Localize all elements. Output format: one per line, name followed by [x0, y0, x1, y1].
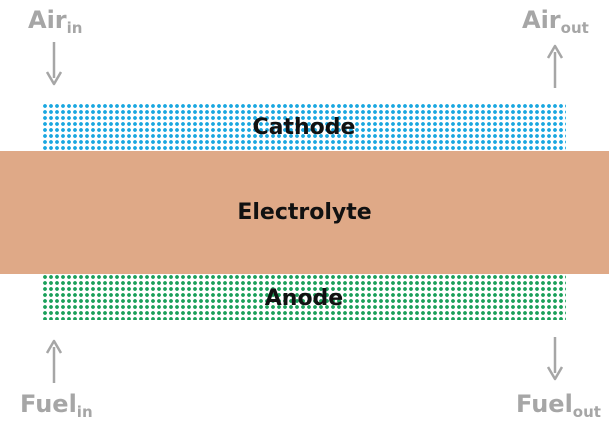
- air-out-label: Airout: [522, 6, 589, 36]
- electrolyte-label: Electrolyte: [237, 200, 372, 225]
- cathode-layer: Cathode: [42, 103, 566, 151]
- fuel-out-main-text: Fuel: [516, 390, 573, 418]
- fuel-in-arrow-up-icon: [44, 335, 64, 385]
- fuel-in-label: Fuelin: [20, 390, 93, 420]
- air-in-main-text: Air: [28, 6, 67, 34]
- fuel-in-subscript: in: [76, 403, 93, 421]
- cathode-label: Cathode: [252, 115, 356, 140]
- air-in-subscript: in: [66, 19, 83, 37]
- air-out-subscript: out: [560, 19, 589, 37]
- anode-label: Anode: [264, 286, 344, 311]
- air-in-label: Airin: [28, 6, 82, 36]
- anode-layer: Anode: [42, 274, 566, 320]
- fuel-out-label: Fuelout: [516, 390, 601, 420]
- fuel-in-main-text: Fuel: [20, 390, 77, 418]
- fuel-out-subscript: out: [572, 403, 601, 421]
- air-out-arrow-up-icon: [545, 40, 565, 90]
- air-out-main-text: Air: [522, 6, 561, 34]
- electrolyte-layer: Electrolyte: [0, 151, 609, 274]
- air-in-arrow-down-icon: [44, 40, 64, 90]
- fuel-out-arrow-down-icon: [545, 335, 565, 385]
